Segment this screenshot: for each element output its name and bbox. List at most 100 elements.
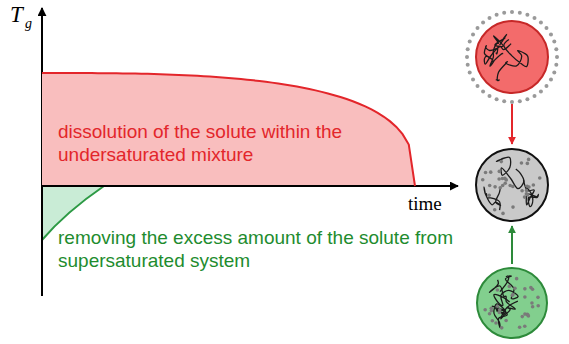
solute-dot (523, 324, 527, 328)
solute-dot (511, 205, 515, 209)
polymer-chains (484, 34, 539, 327)
solute-dot (497, 177, 501, 181)
red-arrow (511, 104, 513, 144)
solute-dot (484, 171, 488, 175)
solute-dot (552, 40, 556, 44)
solute-dot (476, 84, 480, 88)
solute-dot (513, 286, 517, 290)
solute-dot (500, 326, 504, 330)
solute-dot (511, 293, 515, 297)
polymer-chain (484, 187, 501, 210)
solute-dot (496, 288, 500, 292)
solute-dot (538, 176, 542, 180)
axis-symbol: T (10, 2, 23, 28)
solute-dot (488, 94, 492, 98)
solute-dot (487, 194, 491, 198)
solute-dot (501, 184, 505, 188)
solute-dots-outside (465, 10, 559, 104)
polymer-chain (494, 276, 518, 306)
solute-dot (508, 285, 512, 289)
solute-dot (501, 212, 505, 216)
solute-dot (488, 16, 492, 20)
solute-dot (494, 321, 498, 325)
solute-dot (531, 287, 535, 291)
supersaturated-particle (477, 268, 547, 338)
solute-dot (525, 189, 529, 193)
solute-dot (539, 21, 543, 25)
solute-dot (555, 55, 559, 59)
solute-dot (536, 296, 540, 300)
solute-dot (549, 78, 553, 82)
solute-dot (483, 308, 487, 312)
solute-dot (518, 325, 522, 329)
solute-dot (544, 26, 548, 30)
solute-dot (526, 193, 530, 197)
solute-dot (498, 311, 502, 315)
solute-dot (476, 26, 480, 30)
solute-dot (499, 160, 503, 164)
polymer-chain (496, 39, 528, 80)
solute-dot (518, 11, 522, 15)
solute-dot (544, 84, 548, 88)
solute-dot (526, 162, 530, 166)
solute-dot (525, 184, 529, 188)
solute-dot (502, 99, 506, 103)
region-fill (42, 73, 415, 186)
solute-dot (465, 55, 469, 59)
solute-dot (530, 301, 534, 305)
region-label: removing the excess amount of the solute… (58, 226, 466, 272)
solute-dot (520, 161, 524, 165)
solute-dot (468, 70, 472, 74)
solute-dot (468, 40, 472, 44)
solute-dot (471, 33, 475, 37)
solute-dot (510, 100, 514, 104)
solute-dot (525, 13, 529, 17)
solute-dot (554, 63, 558, 67)
solute-dot (536, 304, 540, 308)
solute-dot (488, 312, 492, 316)
solute-dot (511, 185, 515, 189)
polymer-chain (524, 180, 539, 206)
solute-dot (481, 21, 485, 25)
solute-dot (526, 313, 530, 317)
solute-dot (471, 78, 475, 82)
solute-dot (496, 304, 500, 308)
solute-dot (495, 97, 499, 101)
solute-dot (532, 183, 536, 187)
solute-dot (501, 177, 505, 181)
region-label: dissolution of the solute within the und… (58, 120, 376, 166)
solute-dot (511, 294, 515, 298)
green-arrow (511, 226, 513, 264)
solute-dot (523, 295, 527, 299)
solute-dot (491, 319, 495, 323)
x-axis (42, 185, 458, 187)
solute-dot (493, 208, 497, 212)
solute-dot (515, 277, 519, 281)
solute-dot (481, 89, 485, 93)
solute-dot (490, 309, 494, 313)
solute-dots-inside (481, 158, 542, 330)
solute-dot (523, 287, 527, 291)
solute-dot (531, 305, 535, 309)
solute-dot (520, 189, 524, 193)
solute-dot (502, 11, 506, 15)
solute-dot (554, 47, 558, 51)
solute-dot (525, 97, 529, 101)
solute-dot (549, 33, 553, 37)
polymer-chain (496, 157, 524, 189)
dissolution-curve (42, 73, 415, 186)
solute-dot (527, 314, 531, 318)
solute-dot (518, 99, 522, 103)
solute-dot (520, 315, 524, 319)
solute-dot (495, 13, 499, 17)
axis-title: time (408, 193, 442, 215)
solute-dot (539, 89, 543, 93)
saturated-particle (476, 149, 548, 221)
polymer-chain (492, 304, 507, 328)
solute-dot (488, 184, 492, 188)
solute-dot (497, 170, 501, 174)
solute-dot (466, 63, 470, 67)
solute-dot (526, 313, 530, 317)
solute-dot (523, 195, 527, 199)
